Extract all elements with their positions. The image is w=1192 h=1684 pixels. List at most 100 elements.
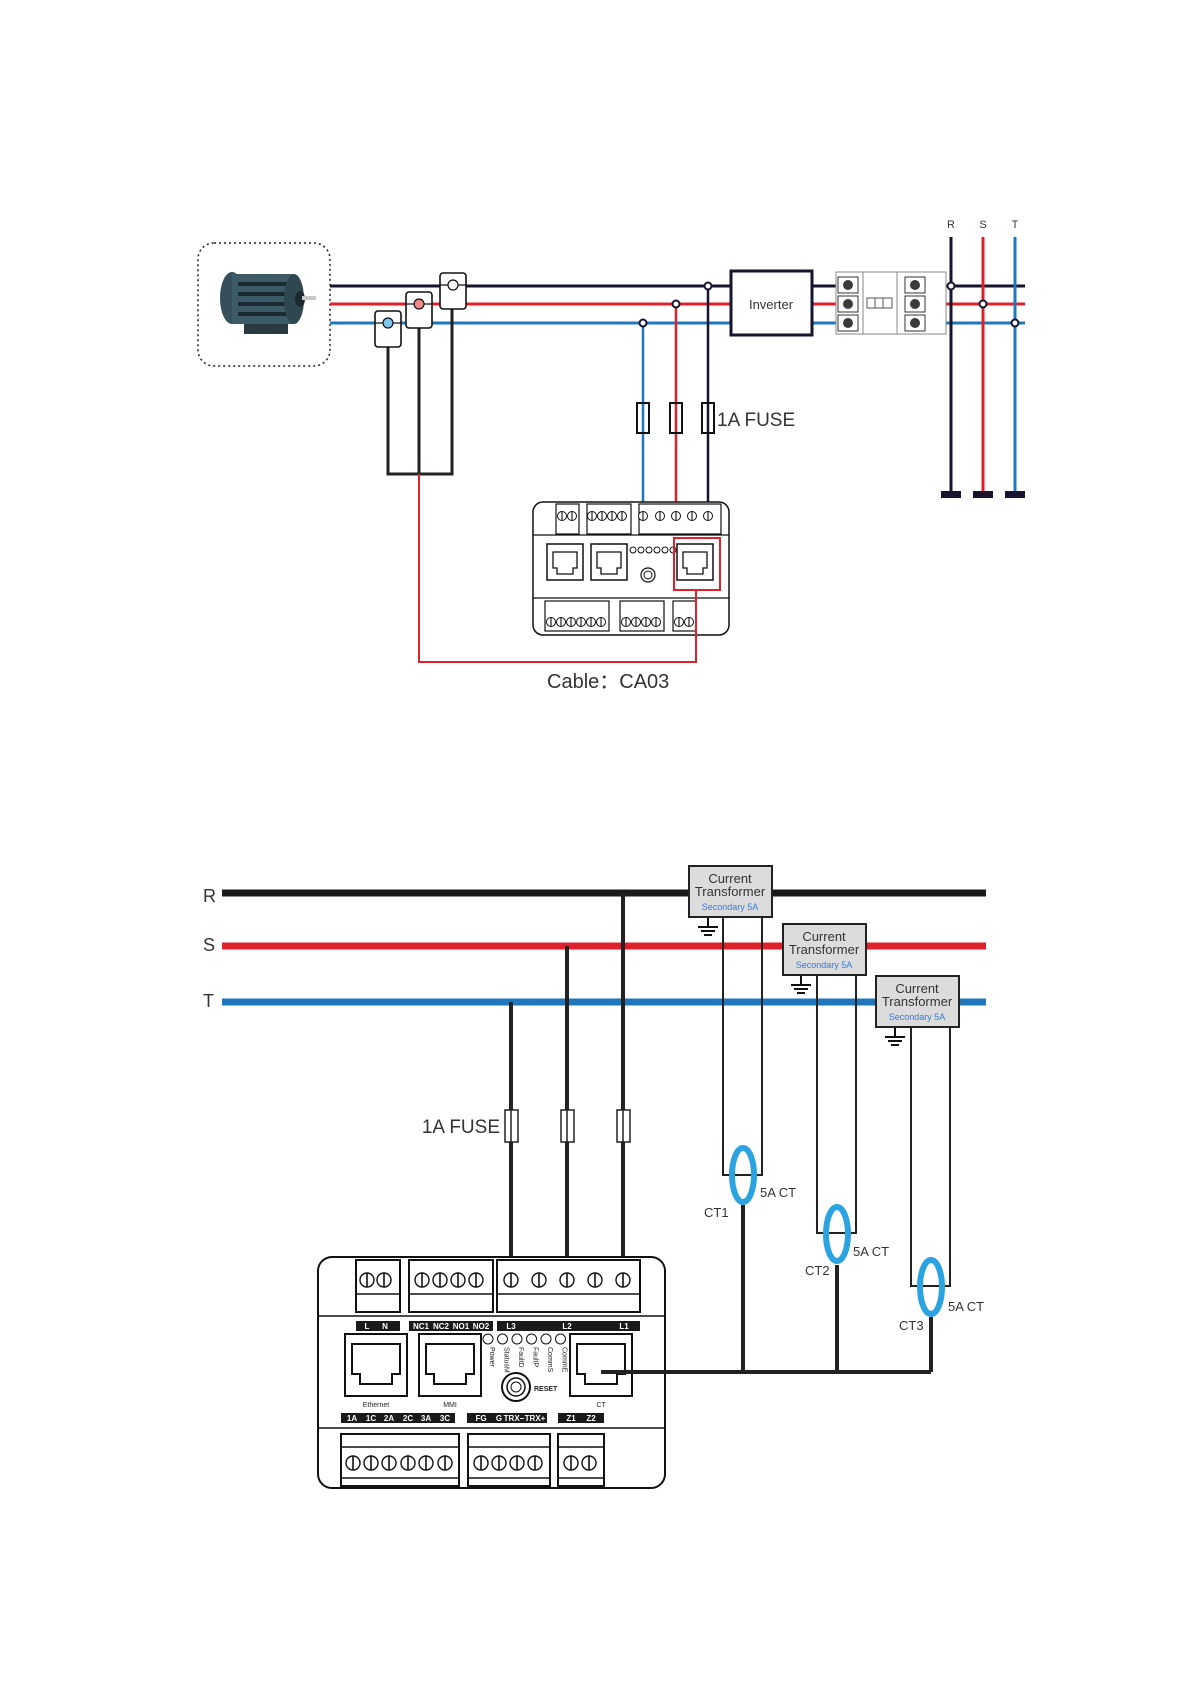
ct1-loop <box>722 917 763 1176</box>
svg-text:Current: Current <box>708 871 752 886</box>
svg-text:1C: 1C <box>366 1414 376 1423</box>
ct-coil-2 <box>823 1204 851 1264</box>
cable-label: Cable：CA03 <box>547 671 669 693</box>
ground-icon <box>790 974 812 994</box>
phase-label-t: T <box>1012 219 1019 231</box>
svg-text:L3: L3 <box>506 1322 516 1331</box>
reset-label: RESET <box>534 1386 558 1393</box>
svg-text:2C: 2C <box>403 1414 413 1423</box>
svg-text:Secondary 5A: Secondary 5A <box>796 960 853 970</box>
svg-text:Secondary 5A: Secondary 5A <box>889 1012 946 1022</box>
svg-text:Current: Current <box>802 929 846 944</box>
phase-label-r: R <box>203 886 216 906</box>
led-label: FaultD <box>517 1347 524 1368</box>
led-comms-indicator <box>540 1333 552 1345</box>
svg-text:G: G <box>496 1414 502 1423</box>
led-comme-indicator <box>555 1333 566 1345</box>
ground-icon <box>697 916 719 936</box>
ct3-loop <box>910 1027 951 1287</box>
phase-label-s: S <box>203 935 215 955</box>
svg-text:NC1: NC1 <box>413 1322 430 1331</box>
ethernet-port <box>546 543 584 581</box>
svg-text:Secondary 5A: Secondary 5A <box>702 902 759 912</box>
current-transformer-1: Current Transformer Secondary 5A <box>688 865 773 918</box>
mmi-port <box>418 1333 482 1397</box>
svg-text:1A: 1A <box>347 1414 357 1423</box>
ct-coil-3 <box>917 1257 945 1317</box>
monitoring-device-top <box>532 501 730 636</box>
fuse-label: 1A FUSE <box>717 410 795 431</box>
inverter-box <box>729 269 814 337</box>
svg-text:NC2: NC2 <box>433 1322 450 1331</box>
ct-port <box>569 1333 633 1397</box>
junction-dot <box>703 281 713 291</box>
monitoring-device: L N NC1 NC2 NO1 NO2 L3 L2 L1 Ethernet MM… <box>317 1256 743 1489</box>
svg-text:CT: CT <box>596 1402 606 1409</box>
led-statusm-indicator <box>497 1333 508 1345</box>
svg-text:Ethernet: Ethernet <box>363 1402 390 1409</box>
fuse-label: 1A FUSE <box>422 1117 500 1138</box>
svg-text:FG: FG <box>475 1414 486 1423</box>
svg-text:3C: 3C <box>440 1414 450 1423</box>
ct1-rating: 5A CT <box>760 1185 796 1200</box>
led-label: StatusM <box>503 1347 510 1373</box>
svg-text:3A: 3A <box>421 1414 431 1423</box>
led-label: CommE <box>561 1347 568 1373</box>
ct-return-bus <box>610 1205 933 1374</box>
junction-dot <box>638 318 648 328</box>
phase-label-r: R <box>947 219 955 231</box>
ct3-name: CT3 <box>899 1318 924 1333</box>
led-label: CommS <box>546 1347 553 1373</box>
ct2-name: CT2 <box>805 1263 830 1278</box>
phase-label-s: S <box>979 219 986 231</box>
clamp-ct-s <box>405 291 433 329</box>
inverter-label: Inverter <box>749 297 794 312</box>
phase-label-t: T <box>203 991 214 1011</box>
svg-text:2A: 2A <box>384 1414 394 1423</box>
fuse <box>669 402 683 434</box>
motor-icon <box>220 272 316 334</box>
ct2-rating: 5A CT <box>853 1244 889 1259</box>
svg-text:Transformer: Transformer <box>789 942 860 957</box>
ground-icon <box>884 1026 906 1046</box>
current-transformer-3: Current Transformer Secondary 5A <box>875 975 960 1028</box>
svg-text:TRX+: TRX+ <box>525 1414 546 1423</box>
junction-dot <box>978 299 988 309</box>
svg-text:NO1: NO1 <box>453 1322 470 1331</box>
bus-end <box>941 491 961 498</box>
svg-text:L2: L2 <box>562 1322 572 1331</box>
ct-coil-1 <box>729 1145 757 1205</box>
svg-text:L: L <box>365 1322 370 1331</box>
led-faultp-indicator <box>526 1333 537 1345</box>
circuit-breaker <box>835 271 947 335</box>
bus-end <box>1005 491 1025 498</box>
svg-text:Transformer: Transformer <box>882 994 953 1009</box>
ct-port <box>676 543 714 581</box>
led-power-indicator <box>482 1333 494 1345</box>
svg-text:N: N <box>382 1322 388 1331</box>
svg-text:NO2: NO2 <box>473 1322 490 1331</box>
clamp-ct-r <box>439 272 467 310</box>
fuse <box>636 402 650 434</box>
ct-cable <box>418 474 697 663</box>
fuse <box>701 402 715 434</box>
svg-text:Transformer: Transformer <box>695 884 766 899</box>
bottom-diagram: R S T 1A FUSE Current Transformer <box>203 865 986 1489</box>
svg-text:Z2: Z2 <box>586 1414 596 1423</box>
current-transformer-2: Current Transformer Secondary 5A <box>782 923 867 976</box>
ct3-rating: 5A CT <box>948 1299 984 1314</box>
svg-text:MMI: MMI <box>443 1402 457 1409</box>
junction-dot <box>946 281 956 291</box>
ct2-loop <box>816 975 857 1234</box>
ethernet-port <box>344 1333 408 1397</box>
led-label: FaultP <box>532 1347 539 1368</box>
svg-text:Current: Current <box>895 981 939 996</box>
mmi-port <box>590 543 628 581</box>
svg-text:L1: L1 <box>619 1322 629 1331</box>
bus-end <box>973 491 993 498</box>
junction-dot <box>671 299 681 309</box>
led-faultd-indicator <box>511 1333 523 1345</box>
clamp-ct-t <box>374 310 402 348</box>
svg-text:TRX−: TRX− <box>504 1414 525 1423</box>
